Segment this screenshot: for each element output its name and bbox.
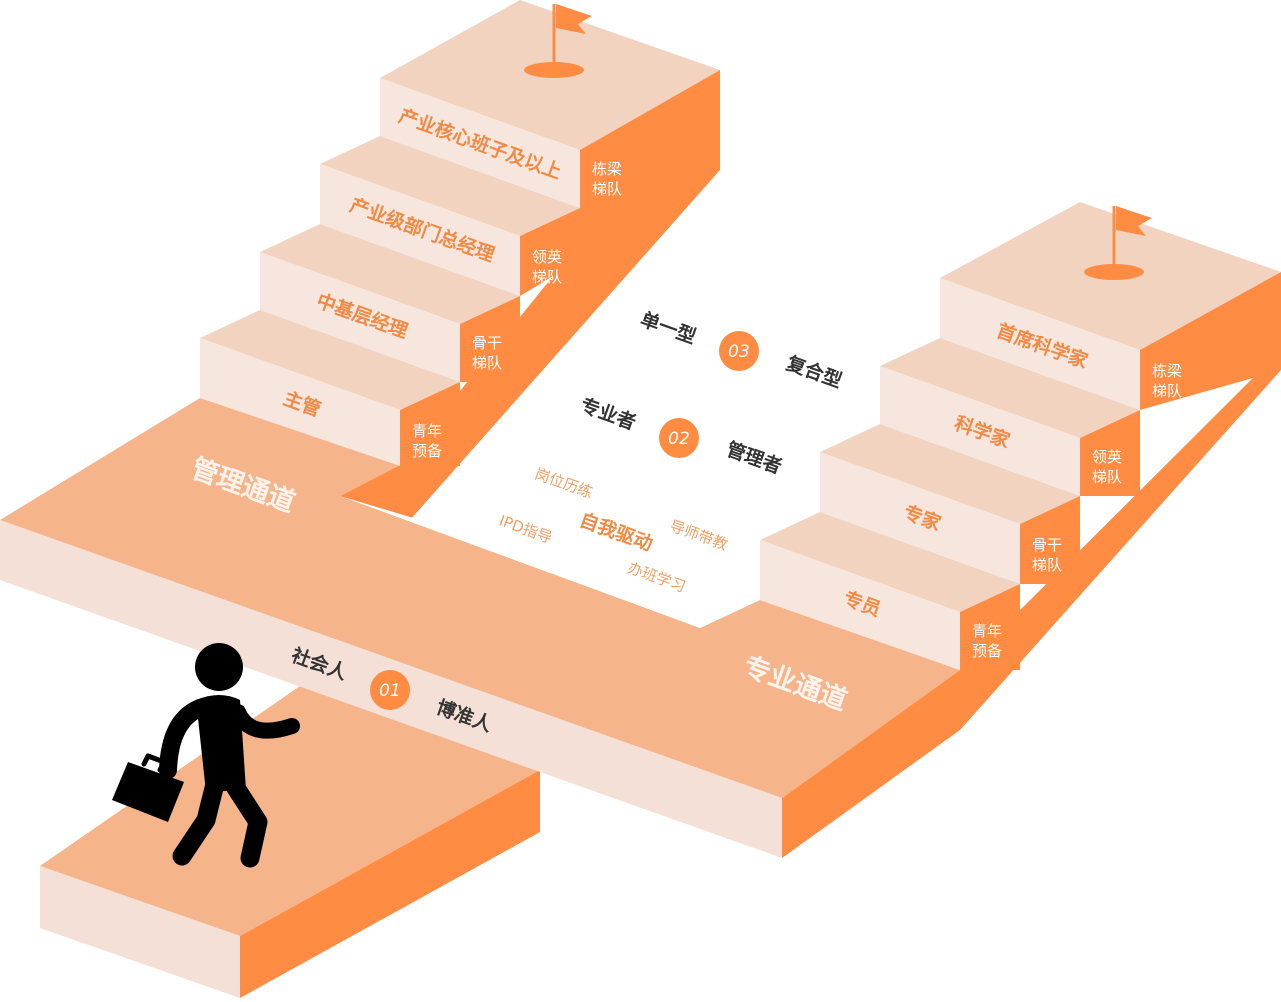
stage-03-badge (719, 331, 759, 371)
pro-step-1-top (760, 512, 1020, 612)
mgmt-step-2-tier: 骨干梯队 (472, 334, 502, 372)
stage-03-badge-number: 03 (728, 342, 750, 362)
pro-step-2-side (1020, 496, 1080, 584)
mgmt-step-3-front (320, 164, 520, 296)
businessman-icon (112, 643, 300, 868)
mgmt-step-3-tier: 领英梯队 (532, 248, 562, 286)
pro-step-1-front (760, 540, 960, 670)
pro-step-3-side (1080, 410, 1140, 496)
pro-step-3-tier: 领英梯队 (1092, 448, 1122, 486)
mgmt-step-4-front (380, 78, 580, 208)
mgmt-step-1-front (200, 338, 400, 466)
platform-opening (410, 170, 760, 628)
flag-icon (1084, 206, 1152, 280)
mgmt-step-2-front (260, 252, 460, 382)
pro-step-4-tier: 栋梁梯队 (1152, 362, 1182, 400)
mgmt-step-4-side (580, 70, 720, 260)
mgmt-step-2-side (460, 296, 520, 382)
pro-step-2-tier: 骨干梯队 (1032, 536, 1062, 574)
stage-02-badge-number: 02 (668, 429, 690, 449)
flag-icon (524, 4, 592, 78)
stage-02-badge (659, 418, 699, 458)
pro-step-1-tier: 青年预备 (972, 622, 1002, 660)
entry-slab (40, 686, 540, 998)
mgmt-step-1-tier: 青年预备 (412, 422, 442, 460)
mgmt-step-4-tier: 栋梁梯队 (592, 160, 622, 198)
stage-01-badge-number: 01 (379, 681, 401, 701)
mgmt-step-3-top (320, 136, 580, 236)
stage-03-right: 复合型 (783, 351, 845, 392)
pro-step-1-side (960, 584, 1020, 670)
mgmt-step-1-side (400, 382, 460, 466)
pro-step-3-top (880, 338, 1140, 438)
pro-step-4-front (940, 278, 1140, 410)
entry-slab-front (40, 866, 240, 998)
entry-slab-side (240, 770, 540, 998)
stage-01-badge (370, 670, 410, 710)
pro-tower-side (782, 350, 1281, 858)
platform-top (0, 398, 960, 798)
pro-step-4-side (1140, 272, 1281, 410)
management-stair (200, 0, 720, 466)
entry-slab-top (40, 686, 540, 936)
pro-step-3-front (880, 366, 1080, 496)
pro-step-2-top (820, 424, 1080, 524)
mgmt-step-1-top (200, 310, 460, 410)
pro-step-2-front (820, 452, 1020, 584)
mgmt-step-2-top (260, 224, 520, 324)
mgmt-step-3-side (520, 208, 580, 296)
